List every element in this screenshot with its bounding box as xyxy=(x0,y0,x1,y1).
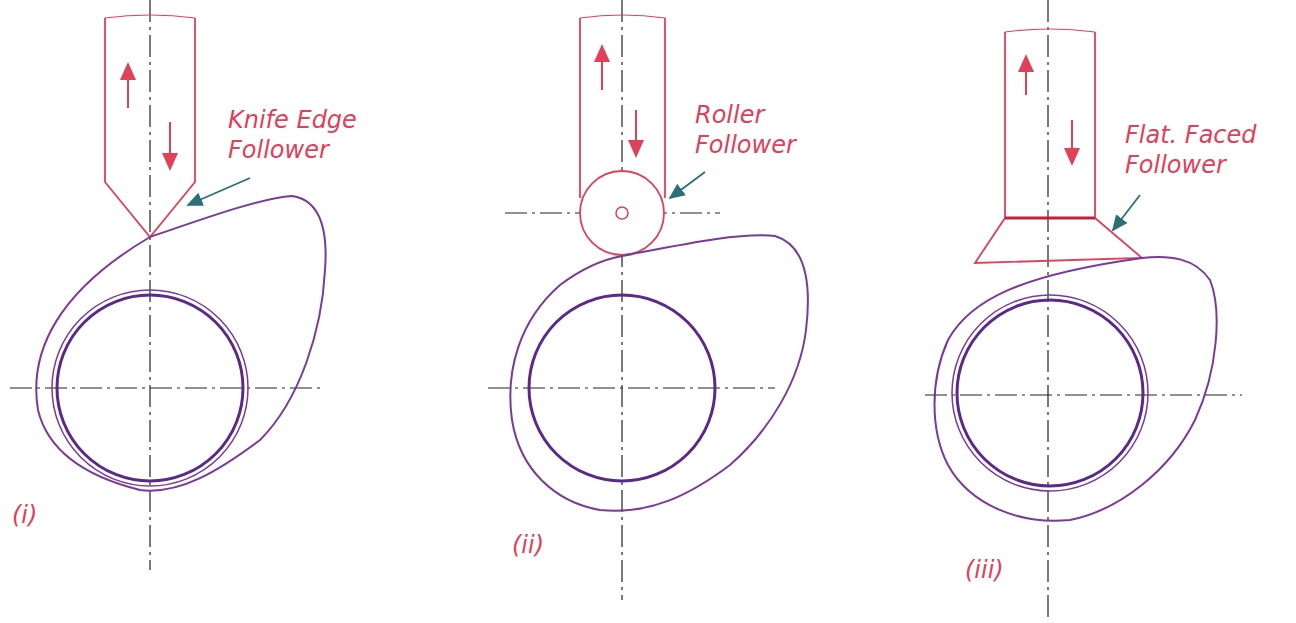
flat-faced-figure xyxy=(935,29,1217,521)
figure-number: (iii) xyxy=(965,555,1035,585)
follower-label: Knife Edge Follower xyxy=(228,105,403,165)
roller-figure xyxy=(510,15,808,511)
follower-label: Roller Follower xyxy=(695,100,825,160)
follower-label: Flat. Faced Follower xyxy=(1125,120,1290,180)
knife-edge-figure xyxy=(36,15,325,491)
figure-number: (i) xyxy=(12,500,72,530)
figure-number: (ii) xyxy=(512,530,572,560)
